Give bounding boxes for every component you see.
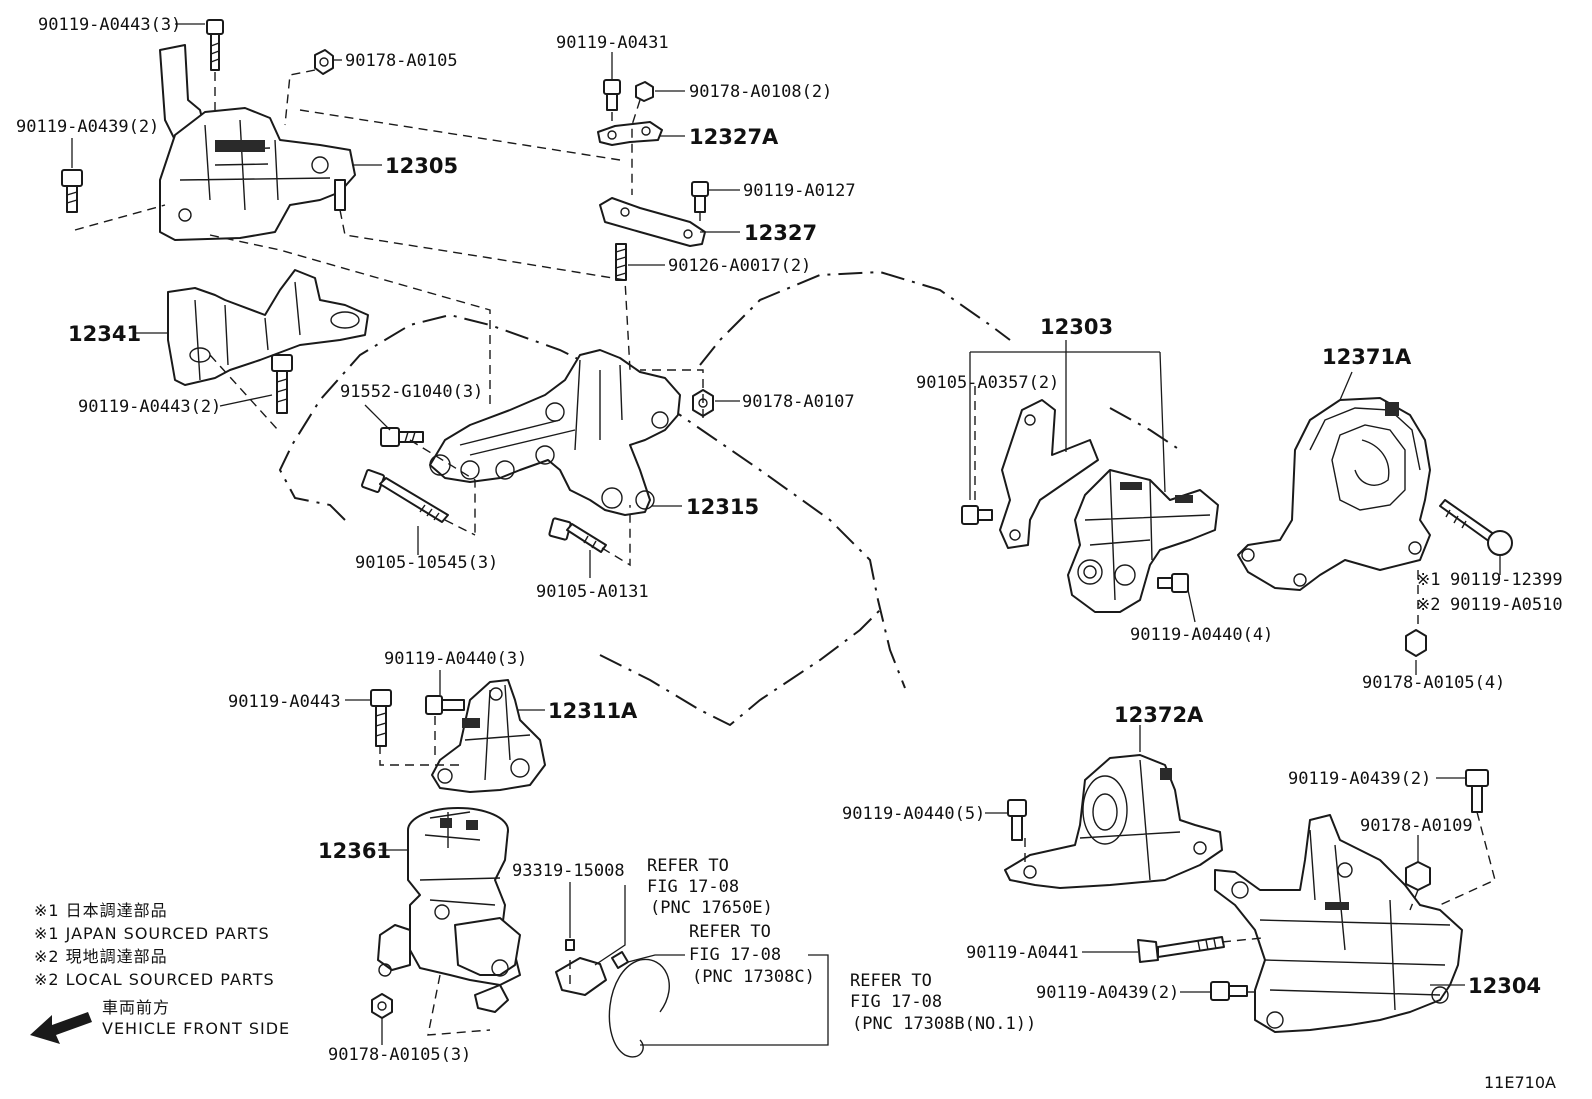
hose-clamp-icon xyxy=(608,958,670,1058)
label-90119-a0443-top: 90119-A0443(3) xyxy=(38,15,181,35)
note-local-sourced-jp: ※2 現地調達部品 xyxy=(34,947,168,966)
label-12311a: 12311A xyxy=(548,699,638,723)
part-12327-plate xyxy=(599,197,706,247)
label-90119-a0443-low: 90119-A0443 xyxy=(228,692,341,712)
label-90178-a0105-4: 90178-A0105(4) xyxy=(1362,673,1505,693)
label-90119-a0510: 90119-A0510 xyxy=(1450,595,1563,615)
bolt-icon xyxy=(361,469,449,523)
refer-to-17308c-line2: FIG 17-08 xyxy=(689,945,781,965)
label-90119-a0440-4: 90119-A0440(4) xyxy=(1130,625,1273,645)
part-12311a-bracket xyxy=(431,679,546,793)
bolt-icon xyxy=(206,19,224,71)
label-90119-a0127: 90119-A0127 xyxy=(743,181,856,201)
label-12327a: 12327A xyxy=(689,125,779,149)
nut-icon xyxy=(1405,629,1427,657)
part-12341-bracket xyxy=(167,269,369,386)
part-labels: 90119-A0443(3) 90178-A0105 90119-A0439(2… xyxy=(16,15,1563,1065)
bolt-icon xyxy=(1210,981,1248,1001)
bolt-icon xyxy=(370,689,392,747)
vehicle-front-en: VEHICLE FRONT SIDE xyxy=(102,1019,290,1038)
label-12305: 12305 xyxy=(385,154,458,178)
bolt-icon xyxy=(1439,499,1513,556)
bolt-icon xyxy=(961,505,993,525)
bolt-icon xyxy=(425,695,465,715)
label-90119-a0443-mid: 90119-A0443(2) xyxy=(78,397,221,417)
label-90119-a0439-r2: 90119-A0439(2) xyxy=(1036,983,1179,1003)
label-90105-a0357: 90105-A0357(2) xyxy=(916,373,1059,393)
sensor-icon xyxy=(555,939,629,996)
label-90178-a0105-top: 90178-A0105 xyxy=(345,51,458,71)
note-japan-sourced-jp: ※1 日本調達部品 xyxy=(34,901,168,920)
note-local-sourced-en: ※2 LOCAL SOURCED PARTS xyxy=(34,970,275,989)
sourcing-legend: ※1 日本調達部品 ※1 JAPAN SOURCED PARTS ※2 現地調達… xyxy=(34,901,290,1038)
label-90119-a0439-r1: 90119-A0439(2) xyxy=(1288,769,1431,789)
leader-lines xyxy=(71,23,1501,1046)
note-japan-sourced-en: ※1 JAPAN SOURCED PARTS xyxy=(34,924,270,943)
bolt-icon xyxy=(1157,573,1189,593)
label-12341: 12341 xyxy=(68,322,141,346)
label-12372a: 12372A xyxy=(1114,703,1204,727)
label-90105-10545: 90105-10545(3) xyxy=(355,553,498,573)
label-90178-a0107: 90178-A0107 xyxy=(742,392,855,412)
refer-to-17650e-line3: (PNC 17650E) xyxy=(650,898,773,918)
bolt-icon xyxy=(271,354,293,414)
label-90126-a0017: 90126-A0017(2) xyxy=(668,256,811,276)
part-12371a-mount xyxy=(1237,397,1431,591)
refer-to-17308b-line3: (PNC 17308B(NO.1)) xyxy=(852,1014,1036,1034)
refer-to-17308b-line2: FIG 17-08 xyxy=(850,992,942,1012)
bolt-icon xyxy=(691,181,709,213)
nut-icon xyxy=(314,49,334,75)
label-90178-a0109: 90178-A0109 xyxy=(1360,816,1473,836)
part-12304-crossmember xyxy=(1214,814,1463,1033)
label-90119-a0441: 90119-A0441 xyxy=(966,943,1079,963)
vehicle-front-arrow-icon xyxy=(30,1012,92,1044)
bolt-icon xyxy=(548,517,607,553)
bolt-icon xyxy=(1137,936,1225,963)
nut-icon xyxy=(635,81,654,102)
label-93319-15008: 93319-15008 xyxy=(512,861,625,881)
label-12315: 12315 xyxy=(686,495,759,519)
label-90178-a0105-3: 90178-A0105(3) xyxy=(328,1045,471,1065)
refer-to-17650e-line2: FIG 17-08 xyxy=(647,877,739,897)
part-12315-bracket xyxy=(429,349,681,516)
label-90119-a0431: 90119-A0431 xyxy=(556,33,669,53)
label-12327: 12327 xyxy=(744,221,817,245)
refer-to-17308c-line3: (PNC 17308C) xyxy=(692,967,815,987)
bolt-icon xyxy=(61,169,83,213)
part-12361-mount xyxy=(377,807,521,1013)
bolt-icon xyxy=(1465,769,1489,813)
figure-code: 11E710A xyxy=(1484,1073,1556,1092)
label-12304: 12304 xyxy=(1468,974,1541,998)
label-90119-a0440-5: 90119-A0440(5) xyxy=(842,804,985,824)
stud-icon xyxy=(615,243,627,281)
refer-to-17308c-line1: REFER TO xyxy=(689,922,771,942)
bolt-icon xyxy=(1007,799,1027,841)
bolt-icon xyxy=(380,427,424,447)
label-90178-a0108: 90178-A0108(2) xyxy=(689,82,832,102)
assembly-lines xyxy=(74,69,1496,1036)
part-12305-mount xyxy=(159,44,356,241)
refer-to-17650e-line1: REFER TO xyxy=(647,856,729,876)
nut-icon xyxy=(1405,861,1431,891)
label-12361: 12361 xyxy=(318,839,391,863)
part-12372a-mount xyxy=(1004,754,1223,889)
nut-icon xyxy=(371,993,393,1019)
label-90105-a0131: 90105-A0131 xyxy=(536,582,649,602)
label-90119-a0440-3: 90119-A0440(3) xyxy=(384,649,527,669)
bolt-icon xyxy=(603,79,621,111)
label-12371a: 12371A xyxy=(1322,345,1412,369)
mark-japan-sourced: ※1 xyxy=(1416,570,1440,590)
refer-to-17308b-line1: REFER TO xyxy=(850,971,932,991)
label-91552-g1040: 91552-G1040(3) xyxy=(340,382,483,402)
part-12303-mount xyxy=(999,399,1219,613)
vehicle-front-jp: 車両前方 xyxy=(102,998,170,1017)
mark-local-sourced: ※2 xyxy=(1416,595,1440,615)
label-90119-a0439-left: 90119-A0439(2) xyxy=(16,117,159,137)
part-12327a-bracket xyxy=(597,121,663,146)
engine-outline xyxy=(278,270,1181,727)
label-90119-12399: 90119-12399 xyxy=(1450,570,1563,590)
label-12303: 12303 xyxy=(1040,315,1113,339)
